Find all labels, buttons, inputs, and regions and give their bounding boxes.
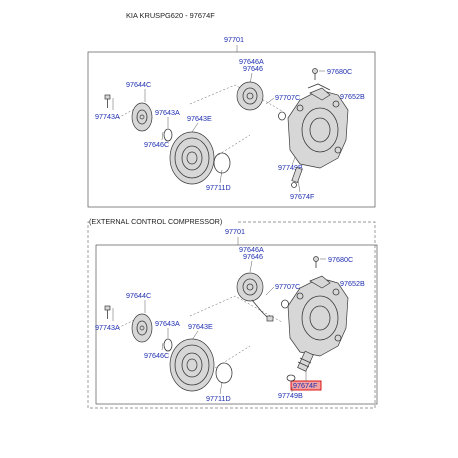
page-title: KIA KRUSPG620 - 97674F [126, 11, 215, 20]
control-valve [291, 166, 303, 188]
field-coil-b [236, 272, 274, 322]
o-ring [278, 111, 286, 121]
callout-97643a-b[interactable]: 97643A [155, 319, 180, 328]
external-control-frame [87, 221, 376, 409]
callout-97643e-b[interactable]: 97643E [188, 322, 213, 331]
bolt-97743a [104, 94, 111, 108]
callout-97749b-b[interactable]: 97749B [278, 391, 303, 400]
control-valve-b [286, 350, 314, 382]
callout-97680c-b[interactable]: 97680C [328, 255, 353, 264]
compressor-body [287, 83, 349, 169]
callout-97644c-b[interactable]: 97644C [126, 291, 151, 300]
callout-97646a-b[interactable]: 97646A [239, 245, 264, 254]
callout-97652b-b[interactable]: 97652B [340, 279, 365, 288]
callout-97701-b[interactable]: 97701 [225, 227, 245, 236]
callout-97701[interactable]: 97701 [224, 35, 244, 44]
callout-97711d[interactable]: 97711D [206, 183, 231, 192]
shim-ring-b [163, 338, 173, 352]
callout-97674f[interactable]: 97674F [290, 192, 315, 201]
callout-97749b[interactable]: 97749B [278, 163, 303, 172]
bottom-assembly: (EXTERNAL CONTROL COMPRESSOR) 97701 9764… [87, 216, 378, 409]
assembly-frame [87, 51, 376, 208]
callout-97743a[interactable]: 97743A [95, 112, 120, 121]
callout-97646c[interactable]: 97646C [144, 140, 169, 149]
callout-97652b[interactable]: 97652B [340, 92, 365, 101]
bracket [309, 87, 331, 101]
shim-ring [163, 128, 173, 142]
callout-97643e[interactable]: 97643E [187, 114, 212, 123]
bolt-97680c [312, 68, 318, 80]
bracket-b [309, 275, 331, 289]
callout-97707c[interactable]: 97707C [275, 93, 300, 102]
callout-97674f-b[interactable]: 97674F [293, 381, 318, 390]
callout-97646-b[interactable]: 97646 [243, 252, 263, 261]
callout-97707c-b[interactable]: 97707C [275, 282, 300, 291]
bolt-97680c-b [313, 256, 319, 268]
clutch-plate-b [131, 313, 153, 343]
callout-97680c[interactable]: 97680C [327, 67, 352, 76]
callout-97646a[interactable]: 97646A [239, 57, 264, 66]
assembly-frame-b [95, 244, 378, 405]
callout-97646[interactable]: 97646 [243, 64, 263, 73]
snap-ring-b [215, 362, 233, 384]
field-coil [236, 81, 264, 111]
frame-title: (EXTERNAL CONTROL COMPRESSOR) [89, 217, 222, 226]
callout-97711d-b[interactable]: 97711D [206, 394, 231, 403]
pulley-assembly-b [169, 338, 215, 392]
top-assembly: 97701 97646A 97646 97680C 97644C 97652B … [87, 35, 376, 208]
callout-97643a[interactable]: 97643A [155, 108, 180, 117]
callout-97644c[interactable]: 97644C [126, 80, 151, 89]
pulley-assembly [169, 131, 215, 185]
callout-97743a-b[interactable]: 97743A [95, 323, 120, 332]
bolt-97743a-b [104, 305, 111, 319]
o-ring-b [281, 299, 289, 309]
callout-97646c-b[interactable]: 97646C [144, 351, 169, 360]
snap-ring [213, 152, 231, 174]
clutch-plate [131, 102, 153, 132]
